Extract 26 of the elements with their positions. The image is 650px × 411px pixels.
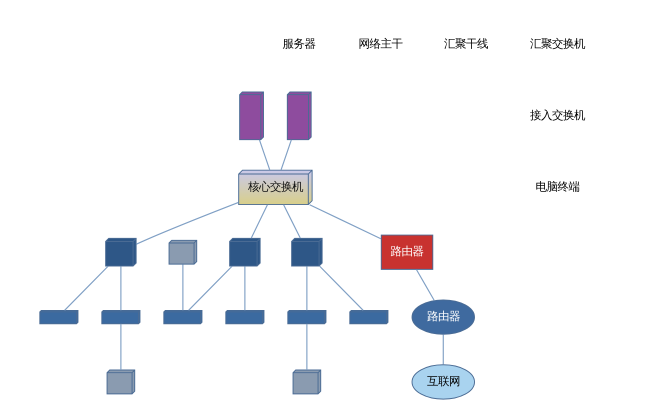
connector: [244, 266, 246, 310]
connector: [188, 266, 232, 311]
connector: [306, 266, 308, 310]
connector: [319, 266, 364, 311]
connector: [136, 202, 239, 245]
connector: [283, 204, 301, 238]
label: 汇聚干线: [444, 36, 488, 50]
connector: [120, 324, 122, 370]
legend-label: 接入交换机: [530, 108, 586, 122]
legend-label: 电脑终端: [536, 179, 580, 194]
connector: [442, 334, 444, 364]
connector: [182, 264, 184, 310]
node-ellipse: 路由器: [412, 299, 475, 335]
label: 网络主干: [358, 36, 402, 50]
connector: [258, 140, 270, 170]
connector: [64, 266, 108, 311]
legend-label: 汇聚交换机: [530, 36, 586, 50]
connector: [306, 324, 308, 370]
connector: [250, 204, 268, 238]
node-ellipse: 互联网: [412, 364, 475, 400]
connector: [120, 266, 122, 310]
connector: [309, 204, 382, 240]
label: 服务器: [282, 36, 316, 50]
node-box: 路由器: [380, 234, 434, 270]
connector: [280, 140, 292, 170]
connector: [416, 269, 435, 301]
